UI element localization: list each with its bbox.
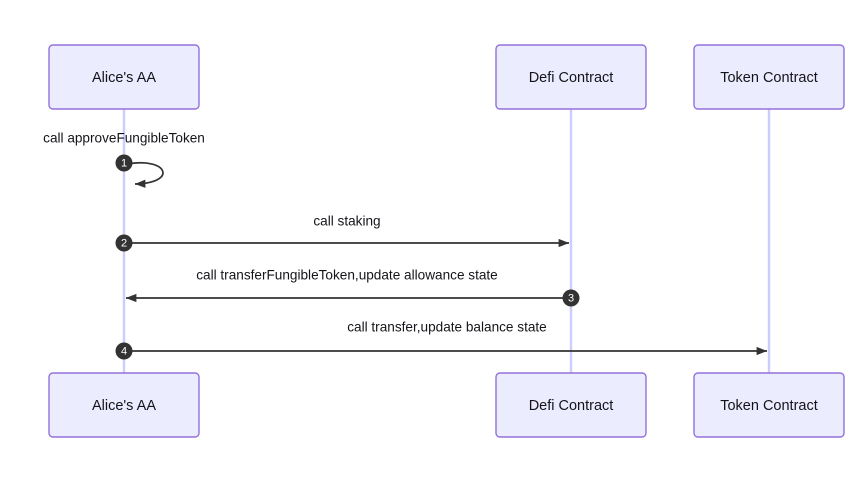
actor-header-alice[interactable]: Alice's AA bbox=[48, 44, 200, 110]
actor-label-alice: Alice's AA bbox=[92, 70, 156, 86]
message-2[interactable]: call staking 2 bbox=[115, 214, 570, 252]
message-4-badge: 4 bbox=[115, 342, 133, 360]
actor-box-defi-bottom[interactable] bbox=[495, 372, 647, 438]
message-1[interactable]: call approveFungibleToken 1 bbox=[43, 131, 205, 188]
message-3-label: call transferFungibleToken,update allowa… bbox=[196, 268, 498, 283]
message-4-badge-circle bbox=[115, 342, 133, 360]
message-3-badge-circle bbox=[562, 289, 580, 307]
message-1-badge-circle bbox=[115, 154, 133, 172]
message-4[interactable]: call transfer,update balance state 4 bbox=[115, 320, 768, 360]
actor-box-alice-bottom[interactable] bbox=[48, 372, 200, 438]
message-2-label: call staking bbox=[313, 214, 380, 229]
actor-label-defi-bottom: Defi Contract bbox=[529, 398, 614, 414]
message-4-label: call transfer,update balance state bbox=[347, 320, 547, 335]
actor-footer-defi[interactable]: Defi Contract bbox=[495, 372, 647, 438]
message-1-label: call approveFungibleToken bbox=[43, 131, 205, 146]
actor-label-token: Token Contract bbox=[720, 70, 818, 86]
actor-footer-alice[interactable]: Alice's AA bbox=[48, 372, 200, 438]
actor-box-alice[interactable] bbox=[48, 44, 200, 110]
message-4-badge-number: 4 bbox=[121, 345, 127, 357]
message-1-badge: 1 bbox=[115, 154, 133, 172]
message-3[interactable]: call transferFungibleToken,update allowa… bbox=[125, 268, 580, 307]
actor-box-token-bottom[interactable] bbox=[693, 372, 845, 438]
actor-footer-token[interactable]: Token Contract bbox=[693, 372, 845, 438]
message-2-badge: 2 bbox=[115, 234, 133, 252]
message-1-self-loop[interactable] bbox=[127, 162, 164, 188]
actor-label-defi: Defi Contract bbox=[529, 70, 614, 86]
actor-label-alice-bottom: Alice's AA bbox=[92, 398, 156, 414]
actor-label-token-bottom: Token Contract bbox=[720, 398, 818, 414]
message-3-badge: 3 bbox=[562, 289, 580, 307]
message-2-badge-number: 2 bbox=[121, 237, 127, 249]
message-2-badge-circle bbox=[115, 234, 133, 252]
message-1-badge-number: 1 bbox=[121, 157, 127, 169]
message-3-badge-number: 3 bbox=[568, 292, 574, 304]
actor-header-defi[interactable]: Defi Contract bbox=[495, 44, 647, 110]
actor-header-token[interactable]: Token Contract bbox=[693, 44, 845, 110]
actor-box-defi[interactable] bbox=[495, 44, 647, 110]
actor-box-token[interactable] bbox=[693, 44, 845, 110]
